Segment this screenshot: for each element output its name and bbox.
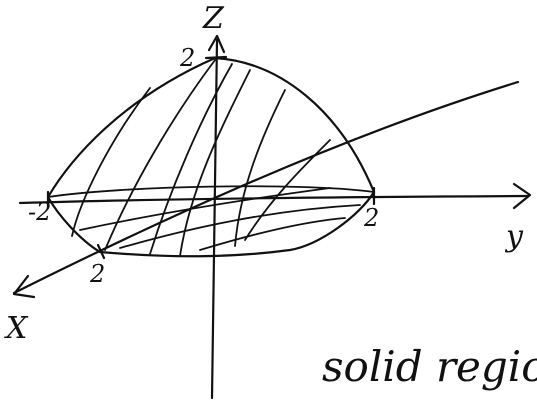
hatch-line xyxy=(104,59,216,251)
x-axis-label: X xyxy=(6,311,28,346)
y-axis-label: y xyxy=(506,219,523,254)
hatch-line xyxy=(79,187,331,231)
y-axis-arrowhead xyxy=(512,182,532,210)
z-axis-arrowhead xyxy=(207,34,226,54)
hatch-line xyxy=(119,204,361,249)
x-front-tick-label: 2 xyxy=(90,260,106,288)
x-tick-front xyxy=(96,243,106,260)
base-back-edge xyxy=(47,185,375,198)
hatch-line xyxy=(199,217,346,251)
dome-outline xyxy=(46,56,376,258)
z-tick-label: 2 xyxy=(180,44,196,72)
caption-solid-region: solid regio xyxy=(322,342,537,391)
z-axis-label: Z xyxy=(203,1,224,36)
y-left-tick-label: -2 xyxy=(28,198,52,226)
z-tick-2 xyxy=(204,55,228,60)
hatch-line xyxy=(149,63,233,255)
hatch-line xyxy=(244,139,331,241)
y-right-tick-label: 2 xyxy=(364,204,380,232)
x-axis-arrowhead xyxy=(12,274,36,299)
hatch-line xyxy=(71,87,151,237)
hatch-line xyxy=(234,89,286,247)
y-axis xyxy=(18,194,530,205)
